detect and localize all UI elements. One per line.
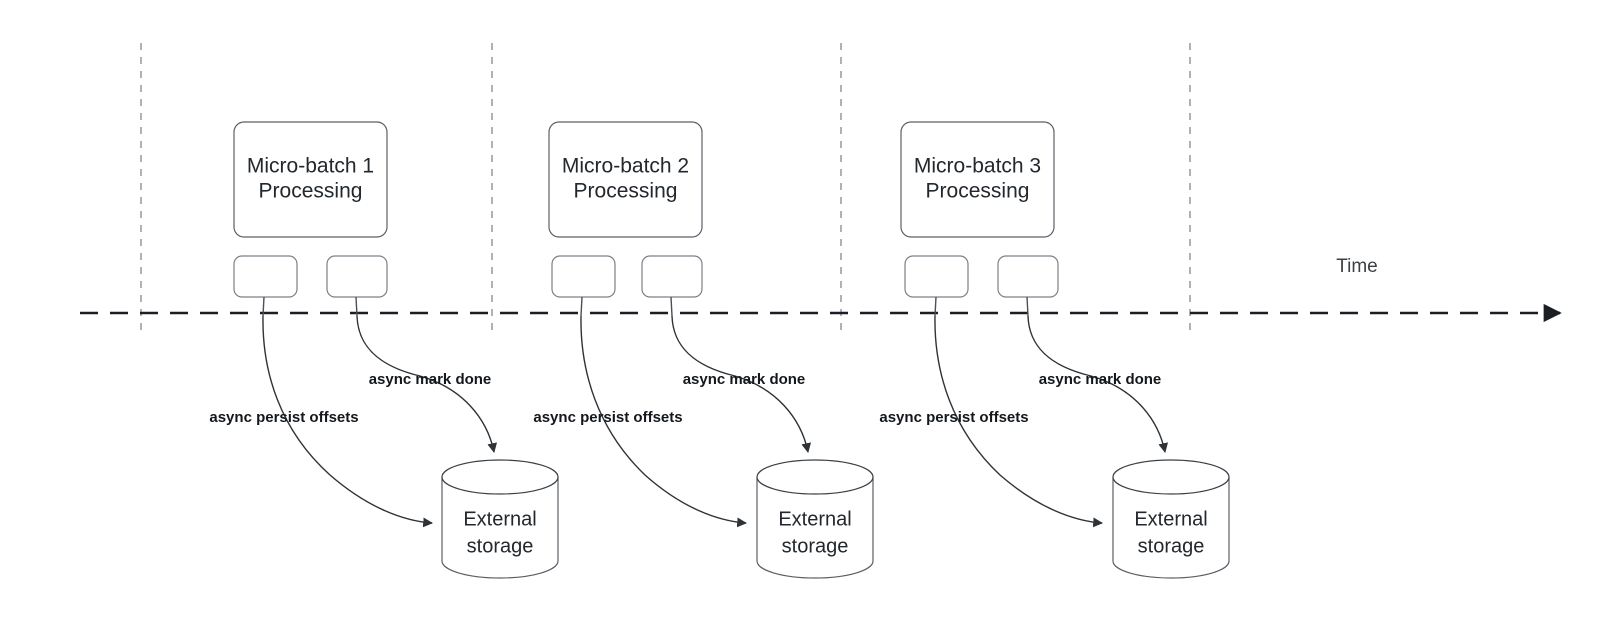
group-3-storage-label-line1: External — [1134, 508, 1207, 530]
group-2-mark-done-edge — [671, 315, 812, 453]
group-1-mark-done-edge — [356, 315, 498, 453]
group-1-task-box-right[interactable] — [326, 255, 388, 298]
divider-group — [140, 43, 1191, 330]
group-1-persist-offsets-edge — [262, 315, 433, 528]
group-2-storage-label-line1: External — [778, 508, 851, 530]
group-1-persist-offsets-label: async persist offsets — [209, 409, 358, 426]
micro-batch-box-2-label-line2: Processing — [574, 180, 678, 203]
group-3-storage-label-line2: storage — [1138, 535, 1205, 557]
group-1-task-box-left[interactable] — [233, 255, 298, 298]
group-2-mark-done-label: async mark done — [683, 371, 806, 388]
group-3-persist-offsets-edge — [934, 315, 1103, 528]
group-1-persist-stub — [262, 296, 265, 317]
group-1-external-storage[interactable]: External storage — [441, 459, 559, 579]
group-2: Micro-batch 2 Processing async persist o… — [533, 121, 874, 579]
group-2-markdone-stub — [670, 296, 673, 317]
micro-batch-box-3-label-line1: Micro-batch 3 — [914, 155, 1041, 178]
group-3-markdone-stub — [1026, 296, 1029, 317]
group-3-persist-stub — [934, 296, 937, 317]
time-axis-label: Time — [1336, 256, 1378, 277]
group-3-external-storage[interactable]: External storage — [1112, 459, 1230, 579]
group-3-mark-done-label: async mark done — [1039, 371, 1162, 388]
micro-batch-box-1-label-line1: Micro-batch 1 — [247, 155, 374, 178]
group-2-task-box-right[interactable] — [641, 255, 703, 298]
group-1-storage-label-line2: storage — [467, 535, 534, 557]
group-1-storage-label-line1: External — [463, 508, 536, 530]
micro-batch-box-1[interactable] — [233, 121, 388, 238]
time-axis: Time — [80, 256, 1562, 323]
group-2-task-box-left[interactable] — [551, 255, 616, 298]
micro-batch-box-3-label-line2: Processing — [926, 180, 1030, 203]
group-3-task-box-right[interactable] — [997, 255, 1059, 298]
group-2-persist-stub — [580, 296, 583, 317]
group-1-markdone-stub — [355, 296, 358, 317]
group-2-persist-offsets-label: async persist offsets — [533, 409, 682, 426]
micro-batch-box-2-label-line1: Micro-batch 2 — [562, 155, 689, 178]
micro-batch-box-3[interactable] — [900, 121, 1055, 238]
group-2-persist-offsets-edge — [580, 315, 747, 528]
group-3-mark-done-edge — [1027, 315, 1169, 453]
group-3: Micro-batch 3 Processing async persist o… — [879, 121, 1230, 579]
group-2-storage-label-line2: storage — [782, 535, 849, 557]
group-1-mark-done-label: async mark done — [369, 371, 492, 388]
group-3-persist-offsets-label: async persist offsets — [879, 409, 1028, 426]
group-3-task-box-left[interactable] — [904, 255, 969, 298]
group-2-external-storage[interactable]: External storage — [756, 459, 874, 579]
micro-batch-box-1-label-line2: Processing — [259, 180, 363, 203]
group-1: Micro-batch 1 Processing async persist o… — [209, 121, 559, 579]
micro-batch-box-2[interactable] — [548, 121, 703, 238]
